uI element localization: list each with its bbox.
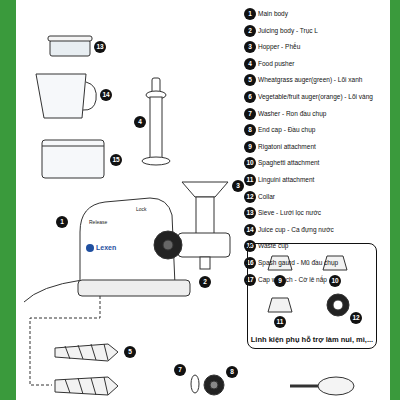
fruit-auger [55,377,118,395]
auger-spiral [65,377,108,395]
callout-number: 14 [244,224,256,236]
hopper [182,182,228,197]
part-name: Food pusher [258,60,295,68]
callout-number: 17 [244,274,256,286]
accessory-box: Linh kiện phụ hỗ trợ làm nui, mì,... [247,243,377,349]
cup-rim [42,146,104,147]
auger-spiral [65,344,108,360]
washer [191,375,199,393]
part-name: Wheatgrass auger(green) - Lõi xanh [258,76,362,84]
callout-number: 12 [244,191,256,203]
callout-number: 12 [350,312,362,324]
collar-hole [333,300,343,310]
callout-number: 9 [244,141,256,153]
callout-number: 1 [244,8,256,20]
sieve [50,40,90,56]
linguini-attachment [268,298,292,312]
logo-dot [86,244,94,252]
part-name: Rigatoni attachment [258,143,316,151]
sieve-rim [48,36,92,41]
callout-number: 5 [124,346,136,358]
callout-number: 15 [110,154,122,166]
brand-logo: Lexen [96,244,116,252]
base [78,280,190,296]
callout-number: 1 [56,216,68,228]
part-name: Vegetable/fruit auger(orange) - Lõi vàng [258,93,373,101]
part-name: Spash gaurd - Mũ đầu chụp [258,259,338,267]
dashed-leader [30,296,100,385]
part-name: Sieve - Lưới lọc nước [258,209,321,217]
feed-tube [196,197,214,235]
callout-number: 13 [94,41,106,53]
part-name: Main body [258,10,288,18]
callout-number: 4 [134,116,146,128]
callout-number: 8 [226,366,238,378]
juice-cup [36,74,86,118]
end-cap-hole [210,381,218,389]
part-name: Hopper - Phễu [258,43,300,51]
switch-label: Release [89,219,107,225]
part-name: Washer - Ron đầu chụp [258,110,326,118]
pusher-stem [150,97,162,159]
juice-outlet [200,257,210,269]
cup-handle [83,82,96,110]
callout-number: 9 [274,275,286,287]
juicing-body [178,233,230,257]
drive-hub [163,240,173,250]
part-name: Cap wrench - Cờ lê nắp [258,276,327,284]
switch-label: Lock [136,206,147,212]
callout-number: 2 [244,25,256,37]
white-panel [16,0,390,400]
wheatgrass-auger [55,344,118,361]
part-name: Juicing body - Trục L [258,27,318,35]
part-name: Linguini attachment [258,176,314,184]
cap-wrench [318,377,354,395]
end-cap [204,375,224,395]
waste-cup [42,140,104,178]
callout-number: 6 [244,91,256,103]
box-caption: Linh kiện phụ hỗ trợ làm nui, mì,... [248,335,376,344]
drive-knob [154,231,182,259]
callout-number: 2 [199,276,211,288]
wrench-handle [290,385,318,388]
part-name: End cap - Đầu chụp [258,126,315,134]
callout-number: 16 [244,257,256,269]
part-name: Spaghetti attachment [258,159,319,167]
callout-number: 7 [244,108,256,120]
part-name: Collar [258,193,275,201]
callout-number: 3 [232,180,244,192]
callout-number: 10 [329,275,341,287]
power-cord [24,280,82,302]
collar [327,294,349,316]
pusher-flange [142,157,170,165]
callout-number: 11 [244,174,256,186]
callout-number: 7 [174,364,186,376]
callout-number: 11 [274,316,286,328]
callout-number: 14 [100,89,112,101]
part-name: Juice cup - Ca đựng nước [258,226,334,234]
callout-number: 4 [244,58,256,70]
